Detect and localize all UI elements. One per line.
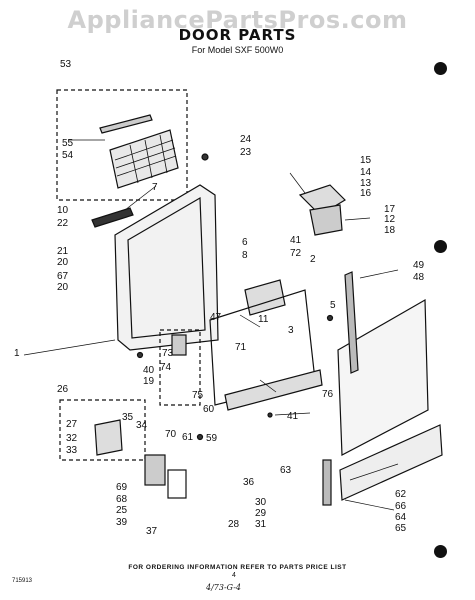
label-63: 63 (280, 465, 292, 476)
label-20-top: 20 (57, 257, 69, 268)
label-55: 55 (62, 138, 74, 149)
label-19: 19 (143, 376, 155, 387)
label-32: 32 (66, 433, 78, 444)
label-26: 26 (57, 384, 69, 395)
label-47: 47 (210, 312, 222, 323)
handwritten-note: 4/73-G-4 (206, 583, 241, 592)
label-67: 67 (57, 271, 69, 282)
label-28: 28 (228, 519, 240, 530)
label-18: 18 (384, 225, 396, 236)
label-72: 72 (290, 248, 302, 259)
label-71: 71 (235, 342, 247, 353)
label-17: 17 (384, 204, 396, 215)
label-60: 60 (203, 404, 215, 415)
label-24: 24 (240, 134, 252, 145)
label-29: 29 (255, 508, 267, 519)
label-48: 48 (413, 272, 425, 283)
label-64: 64 (395, 512, 407, 523)
label-59: 59 (206, 433, 218, 444)
label-49: 49 (413, 260, 425, 271)
label-1: 1 (14, 348, 20, 359)
label-3: 3 (288, 325, 294, 336)
label-30: 30 (255, 497, 267, 508)
label-16: 16 (360, 188, 372, 199)
label-66: 66 (395, 501, 407, 512)
label-68: 68 (116, 494, 128, 505)
label-8: 8 (242, 250, 248, 261)
label-14: 14 (360, 167, 372, 178)
label-23: 23 (240, 147, 252, 158)
ordering-note: FOR ORDERING INFORMATION REFER TO PARTS … (128, 564, 347, 571)
label-6: 6 (242, 237, 248, 248)
label-2: 2 (310, 254, 316, 265)
binder-hole-top (434, 62, 447, 75)
model-subtitle: For Model SXF 500W0 (191, 45, 284, 55)
label-74: 74 (160, 362, 172, 373)
label-73: 73 (162, 348, 174, 359)
label-34: 34 (136, 420, 148, 431)
label-70: 70 (165, 429, 177, 440)
label-54: 54 (62, 150, 74, 161)
label-41-top: 41 (290, 235, 302, 246)
label-7: 7 (152, 182, 158, 193)
label-35: 35 (122, 412, 134, 423)
label-76: 76 (322, 389, 334, 400)
label-36: 36 (243, 477, 255, 488)
label-5: 5 (330, 300, 336, 311)
label-31: 31 (255, 519, 267, 530)
label-61: 61 (182, 432, 194, 443)
label-21: 21 (57, 246, 69, 257)
label-27: 27 (66, 419, 78, 430)
label-62: 62 (395, 489, 407, 500)
label-10: 10 (57, 205, 69, 216)
figure-number: 715913 (12, 578, 33, 584)
page-title: DOOR PARTS (178, 26, 297, 44)
label-53: 53 (60, 59, 72, 70)
label-33: 33 (66, 445, 78, 456)
label-75: 75 (192, 390, 204, 401)
label-39: 39 (116, 517, 128, 528)
label-69: 69 (116, 482, 128, 493)
label-20-bottom: 20 (57, 282, 69, 293)
label-13: 13 (360, 178, 372, 189)
label-22: 22 (57, 218, 69, 229)
watermark: AppliancePartsPros.com (67, 6, 408, 34)
label-25: 25 (116, 505, 128, 516)
label-41-bottom: 41 (287, 411, 299, 422)
label-15: 15 (360, 155, 372, 166)
binder-hole-bottom (434, 545, 447, 558)
label-37: 37 (146, 526, 158, 537)
panel-group-box (56, 89, 188, 201)
page-number: 4 (232, 572, 236, 579)
label-40: 40 (143, 365, 155, 376)
label-12: 12 (384, 214, 396, 225)
label-65: 65 (395, 523, 407, 534)
label-11: 11 (258, 314, 269, 325)
binder-hole-middle (434, 240, 447, 253)
